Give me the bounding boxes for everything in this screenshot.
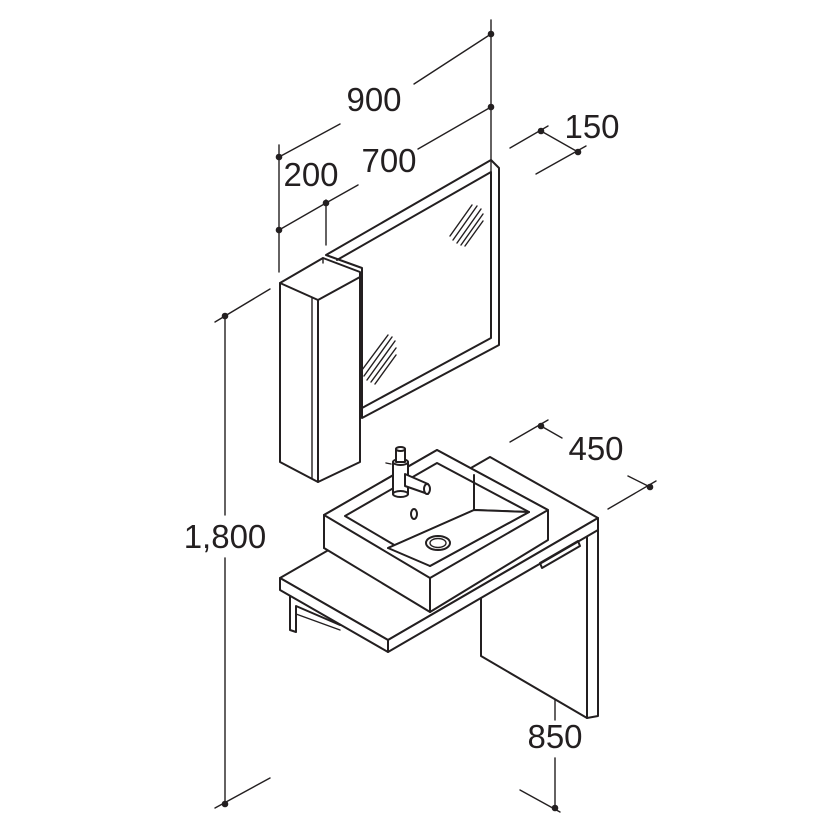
dim-label-1800: 1,800: [184, 518, 267, 555]
wall-bracket: [289, 594, 341, 633]
dim-label-200: 200: [283, 156, 338, 193]
faucet-lever: [385, 462, 392, 465]
drawer-handle: [539, 540, 581, 569]
mirror-reflection-hatch-upper: [449, 204, 484, 247]
dim-line-700-b: [417, 106, 492, 150]
dim-line-900-a: [278, 123, 341, 158]
dim-line-900-b: [413, 33, 492, 85]
dimension-labels: 900 700 200 150 450 1,800 850: [184, 81, 624, 755]
basin: [323, 449, 549, 613]
dim-label-700: 700: [361, 142, 416, 179]
dim-line-700-a: [325, 184, 359, 204]
dim-line-200: [278, 202, 327, 231]
tall-cabinet: [279, 257, 361, 483]
dim-label-450: 450: [568, 430, 623, 467]
faucet: [385, 446, 431, 498]
dim-label-900: 900: [346, 81, 401, 118]
overflow-hole: [410, 508, 418, 520]
basin-floor: [387, 509, 530, 567]
dim-line-150: [540, 130, 579, 153]
cabinet-body: [279, 257, 361, 483]
dim-line-450-b: [627, 475, 651, 488]
dimension-dots: [221, 30, 654, 812]
countertop-right-edge: [387, 517, 599, 653]
mirror: [325, 159, 500, 419]
dim-label-850: 850: [527, 718, 582, 755]
mirror-reflection-hatch-lower: [361, 334, 397, 385]
mirror-glass-edge: [336, 171, 492, 409]
dim-line-450-a: [540, 425, 563, 439]
dim-label-150: 150: [564, 108, 619, 145]
